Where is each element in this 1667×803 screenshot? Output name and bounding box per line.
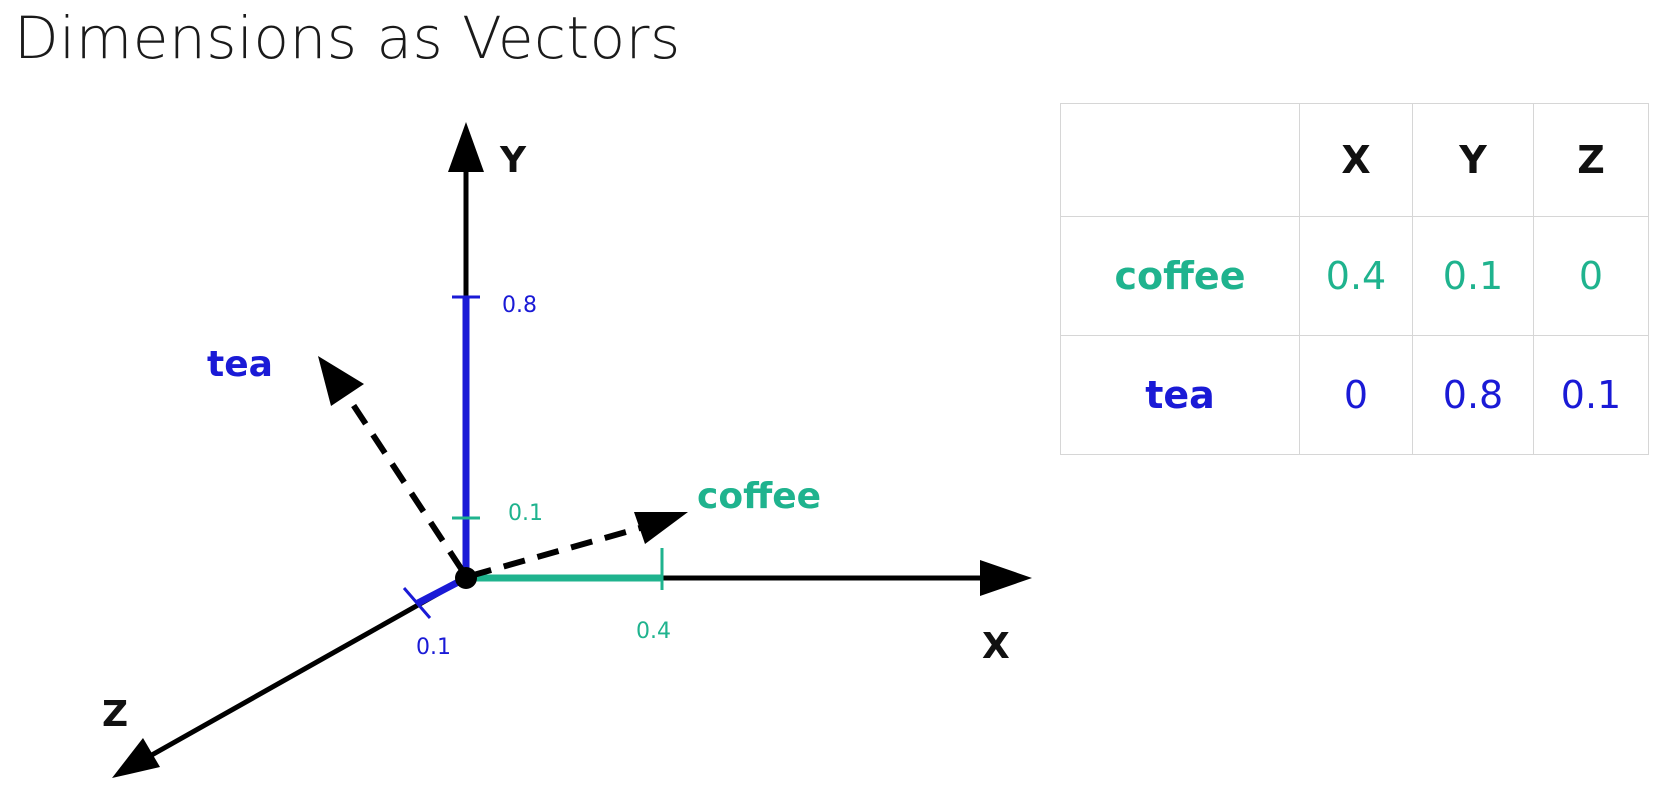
slide-title: Dimensions as Vectors	[14, 4, 681, 72]
table-cell: 0	[1299, 335, 1413, 455]
coffee-vector-label: coffee	[697, 476, 821, 517]
row-name-tea: tea	[1060, 335, 1300, 455]
coffee-vector-arrowhead	[634, 512, 688, 544]
table-row: tea 0 0.8 0.1	[1060, 335, 1649, 455]
table-cell: 0.4	[1299, 216, 1413, 336]
y-axis-arrowhead	[448, 122, 484, 172]
vector-table: X Y Z coffee 0.4 0.1 0 tea 0 0.8 0.1	[1060, 103, 1649, 455]
z-axis-label: Z	[102, 694, 128, 735]
table-cell: 0.8	[1412, 335, 1534, 455]
x-axis-label: X	[982, 626, 1010, 667]
table-header-cell	[1060, 103, 1300, 217]
tea-y-tick-label: 0.8	[502, 293, 537, 318]
tea-vector	[347, 398, 465, 572]
vector-axes-diagram: Y X Z 0.8 0.1 0.4 0.1 tea coffee	[102, 122, 1032, 778]
tea-vector-arrowhead	[318, 356, 364, 406]
origin-point	[455, 567, 477, 589]
z-axis-line	[148, 575, 468, 759]
table-header-cell: X	[1299, 103, 1413, 217]
row-name-coffee: coffee	[1060, 216, 1300, 336]
y-axis-label: Y	[499, 140, 527, 181]
coffee-vector	[469, 525, 641, 579]
table-row: coffee 0.4 0.1 0	[1060, 216, 1649, 336]
coffee-y-tick-label: 0.1	[508, 501, 543, 526]
table-cell: 0.1	[1533, 335, 1649, 455]
x-axis-arrowhead	[980, 560, 1032, 596]
tea-z-tick-label: 0.1	[416, 635, 451, 660]
tea-vector-label: tea	[207, 344, 273, 385]
tea-z-tick	[402, 587, 432, 619]
table-cell: 0	[1533, 216, 1649, 336]
table-header-row: X Y Z	[1060, 103, 1649, 217]
table-header-cell: Y	[1412, 103, 1534, 217]
table-header-cell: Z	[1533, 103, 1649, 217]
coffee-x-tick-label: 0.4	[636, 619, 671, 644]
z-axis-arrowhead	[112, 738, 160, 778]
table-cell: 0.1	[1412, 216, 1534, 336]
